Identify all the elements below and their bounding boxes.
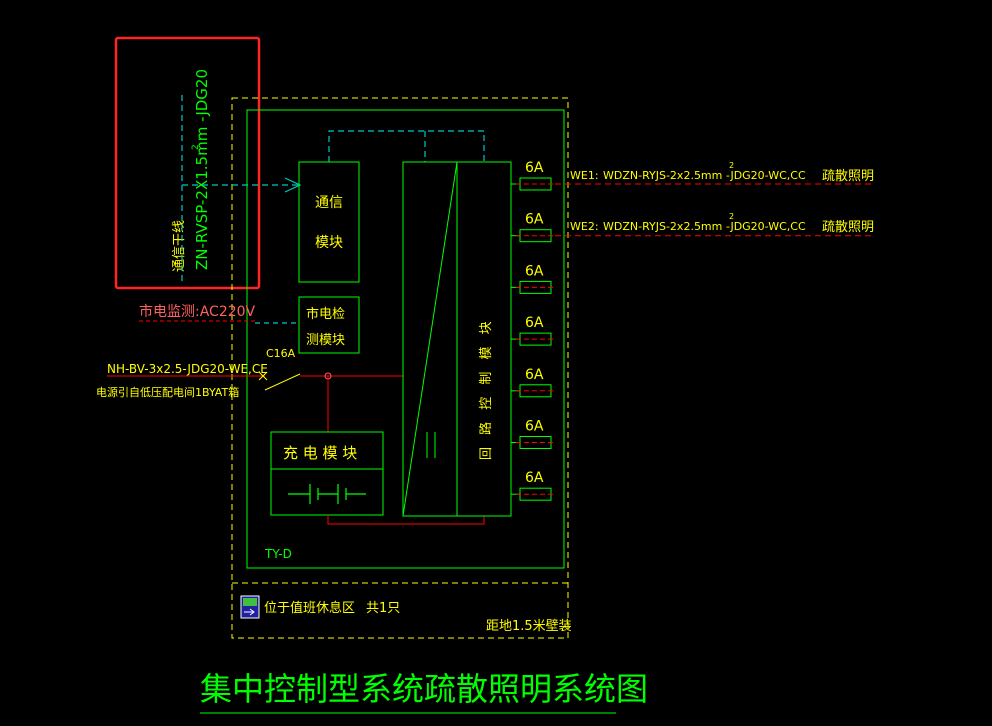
panel-frame	[246, 109, 565, 569]
mains-detect-label-1: 市电检	[306, 306, 345, 322]
panel-quantity: 共1只	[366, 601, 400, 616]
breaker-rating-label: 6A	[525, 470, 544, 486]
comm-bus-line	[328, 130, 485, 162]
power-feed-note: 电源引自低压配电间1BYAT箱	[96, 385, 239, 399]
panel-enclosure-outline	[231, 97, 569, 639]
panel-mounting: 距地1.5米壁装	[486, 619, 572, 634]
comm-trunk-label: 通信干线	[172, 220, 187, 272]
charge-module-label: 充 电 模 块	[283, 444, 357, 462]
comm-module	[298, 161, 360, 283]
breaker-rating-label: 6A	[525, 315, 544, 331]
panel-location: 位于值班休息区	[264, 600, 355, 616]
circuit-cable-we2: WDZN-RYJS-2x2.5mm -JDG20-WC,CC	[603, 220, 806, 233]
breaker-switch-blade	[264, 373, 301, 391]
inverter-diagonal	[402, 161, 458, 517]
breaker-x-icon	[258, 371, 268, 381]
circuit-id-we2: WE2:	[570, 220, 599, 233]
breaker-rating-label: 6A	[525, 160, 544, 176]
circuit-load-we1: 疏散照明	[822, 169, 874, 184]
comm-trunk-arrow	[284, 177, 302, 193]
comm-module-label-1: 通信	[315, 195, 343, 211]
mains-detect-label-2: 测模块	[306, 333, 345, 348]
battery-icon	[288, 484, 366, 504]
breaker-rating-label: 6A	[525, 212, 544, 228]
power-feed-cable: NH-BV-3x2.5-JDG20-WE,CE	[107, 362, 268, 376]
breaker-rating-label: 6A	[525, 263, 544, 279]
charge-return-line	[327, 515, 485, 525]
mains-monitor-label: 市电监测:AC220V	[139, 303, 256, 320]
circuit-cable-we2-superscript: 2	[729, 212, 734, 221]
highlight-box	[114, 36, 261, 290]
comm-trunk-cable-superscript: 2	[191, 144, 201, 150]
comm-trunk-cable-label: ZN-RVSP-2X1.5mm -JDG20	[193, 69, 211, 270]
circuit-cable-we1-superscript: 2	[729, 161, 734, 170]
comm-module-label-2: 模块	[315, 235, 343, 251]
breaker-rating-label: 6A	[525, 367, 544, 383]
circuit-id-we1: WE1:	[570, 169, 599, 182]
mains-detect-module	[298, 296, 360, 354]
charge-module	[270, 431, 384, 516]
output-breakers: 6A 6A 6A 6A 6A 6A 6A	[511, 160, 875, 501]
panel-model: TY-D	[264, 547, 292, 561]
loop-control-label: 回 路 控 制 模 块	[478, 317, 494, 460]
circuit-load-we2: 疏散照明	[822, 220, 874, 235]
breaker-c16a-label: C16A	[266, 347, 296, 360]
circuit-cable-we1: WDZN-RYJS-2x2.5mm -JDG20-WC,CC	[603, 169, 806, 182]
inverter-dc-icon	[426, 432, 436, 458]
page-title: 集中控制型系统疏散照明系统图	[200, 670, 648, 708]
breaker-rating-label: 6A	[525, 419, 544, 435]
panel-symbol-icon	[240, 595, 260, 619]
